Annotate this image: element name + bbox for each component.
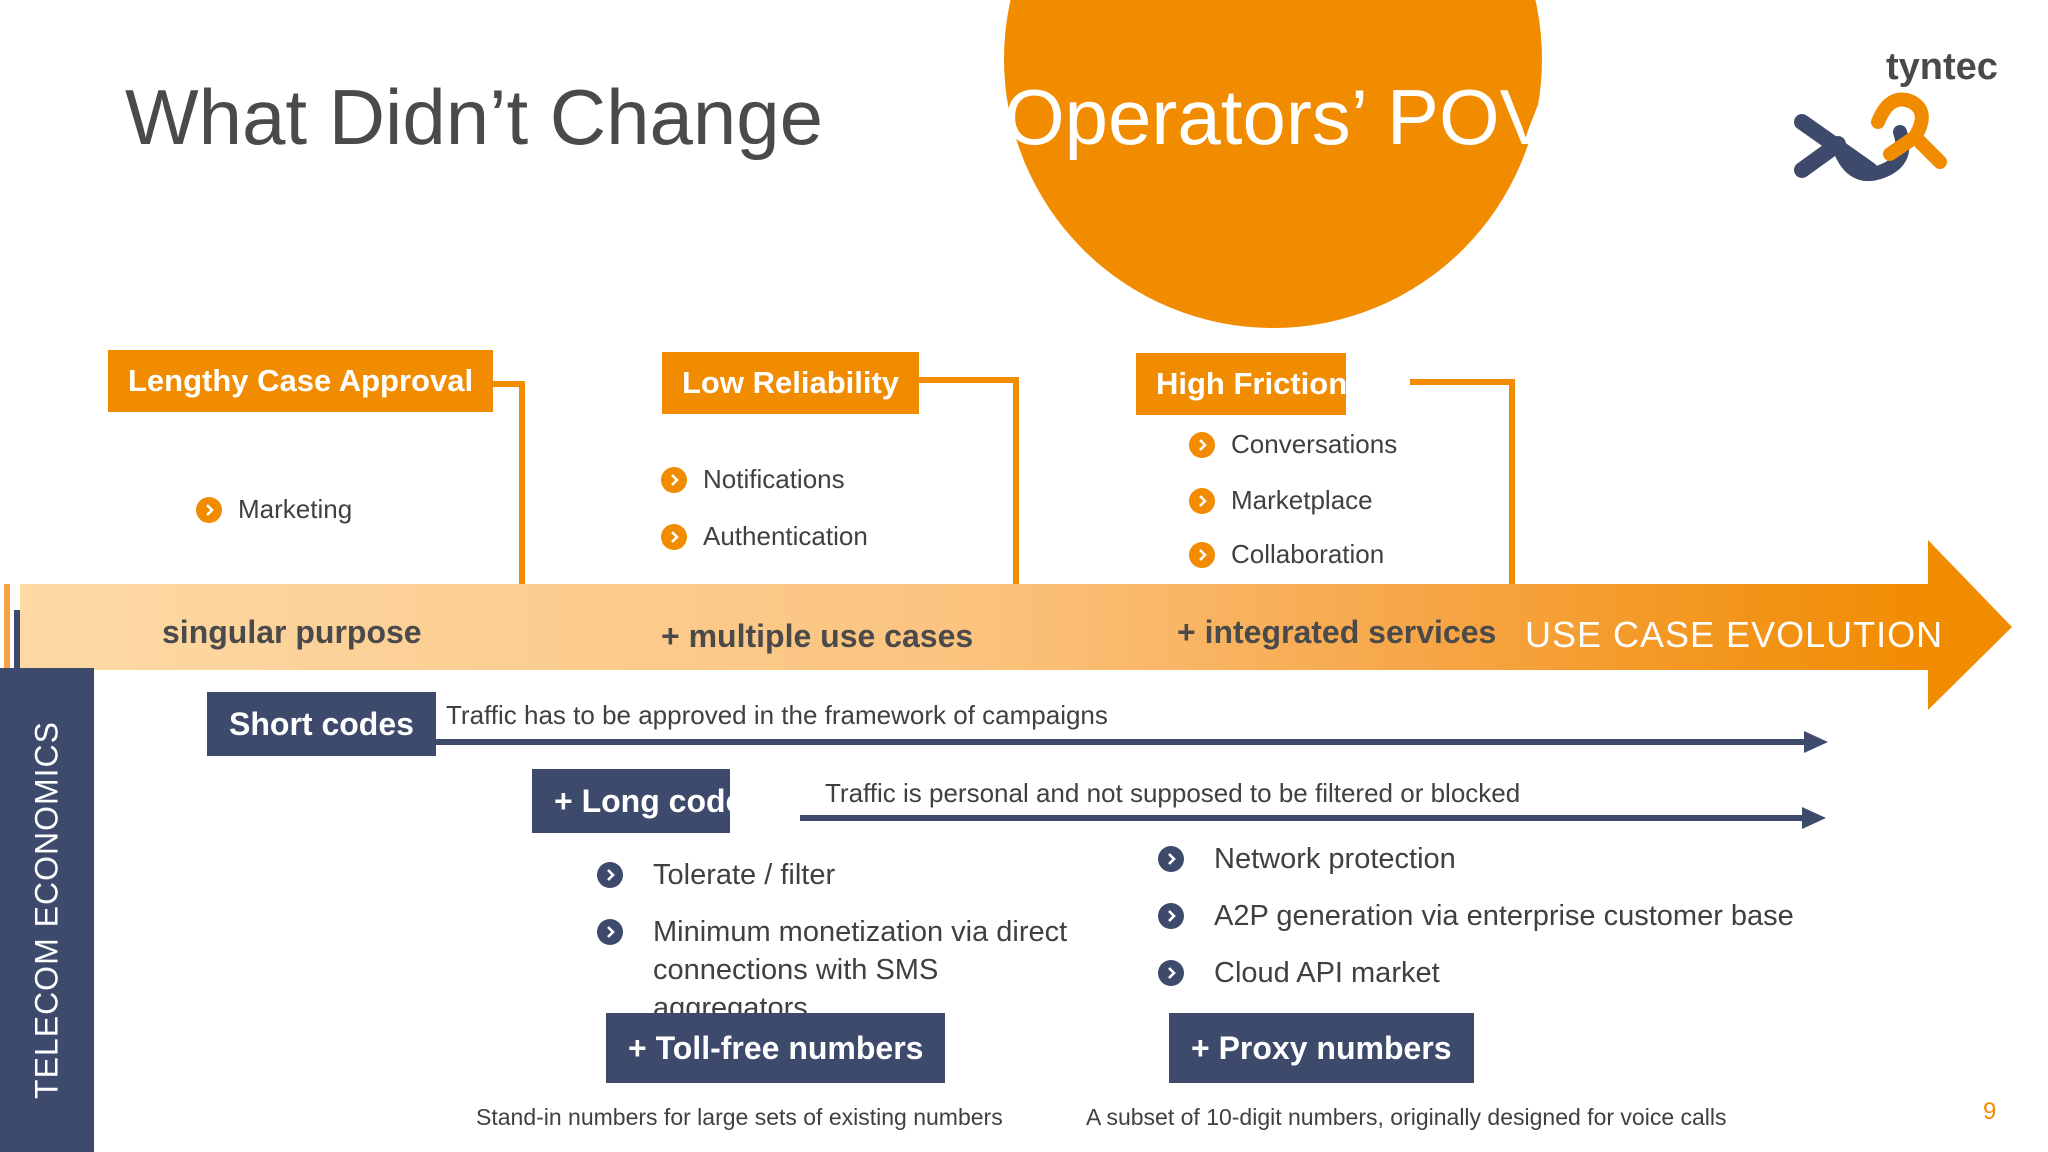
proxy-numbers-box: + Proxy numbers [1169,1013,1474,1083]
chevron-right-icon [1189,541,1215,568]
bullet-label: Tolerate / filter [653,859,836,891]
chevron-right-icon [196,496,222,523]
chevron-right-icon [597,862,623,888]
tyntec-logo-icon [1794,92,1947,182]
logo-wordmark: tyntec [1886,46,1998,88]
telecom-economics-sidebar [0,668,94,1152]
bullet-authentication: Authentication [661,521,868,552]
proxy-note: A subset of 10-digit numbers, originally… [1086,1104,1727,1130]
long-codes-box: + Long codes [532,769,761,833]
long-codes-note: Traffic is personal and not supposed to … [825,778,1521,808]
bullet-a2p-generation: A2P generation via enterprise customer b… [1158,897,1858,935]
bullet-network-protection: Network protection [1158,840,1858,878]
chevron-right-icon [597,919,623,945]
bullet-label: A2P generation via enterprise customer b… [1214,900,1794,932]
bullet-tolerate-filter: Tolerate / filter [597,856,1097,894]
bullet-label: Notifications [703,464,845,494]
economics-arrows [416,731,1828,829]
bullet-label: Minimum monetization via direct connecti… [653,916,1068,1024]
low-reliability-box: Low Reliability [662,352,920,414]
bullet-cloud-api-market: Cloud API market [1158,954,1858,992]
bullet-label: Cloud API market [1214,957,1440,989]
high-friction-box: High Friction [1136,353,1347,415]
slide-title: What Didn’t Change [125,73,824,161]
chevron-right-icon [1189,431,1215,458]
bullet-collaboration: Collaboration [1189,539,1384,570]
stage-multiple-use-cases: + multiple use cases [661,618,974,654]
bullet-marketing: Marketing [196,494,352,525]
bullet-minimum-monetization: Minimum monetization via direct connecti… [597,913,1097,1027]
pov-circle-label: Operators’ POV [1004,73,1552,161]
page-number: 9 [1983,1098,1997,1125]
toll-free-note: Stand-in numbers for large sets of exist… [476,1104,1003,1130]
chevron-right-icon [1158,903,1184,929]
bullet-label: Marketplace [1231,485,1373,515]
use-case-evolution-label: USE CASE EVOLUTION [1525,614,1944,655]
bullet-label: Conversations [1231,429,1398,459]
bullet-conversations: Conversations [1189,429,1397,460]
bullet-marketplace: Marketplace [1189,485,1373,516]
bullet-label: Authentication [703,521,868,551]
chevron-right-icon [661,523,687,550]
stage-singular-purpose: singular purpose [162,614,422,650]
bullet-label: Marketing [238,494,353,524]
chevron-right-icon [1158,960,1184,986]
short-codes-box: Short codes [207,692,436,756]
bullet-label: Network protection [1214,843,1456,875]
chevron-right-icon [661,466,687,493]
lengthy-case-approval-box: Lengthy Case Approval [108,350,494,412]
toll-free-numbers-box: + Toll-free numbers [606,1013,946,1083]
bullet-label: Collaboration [1231,539,1385,569]
stage-integrated-services: + integrated services [1177,614,1497,650]
chevron-right-icon [1158,846,1184,872]
short-codes-note: Traffic has to be approved in the framew… [446,700,1108,730]
chevron-right-icon [1189,487,1215,514]
bullet-notifications: Notifications [661,464,845,495]
evolution-arrow [4,540,2012,710]
